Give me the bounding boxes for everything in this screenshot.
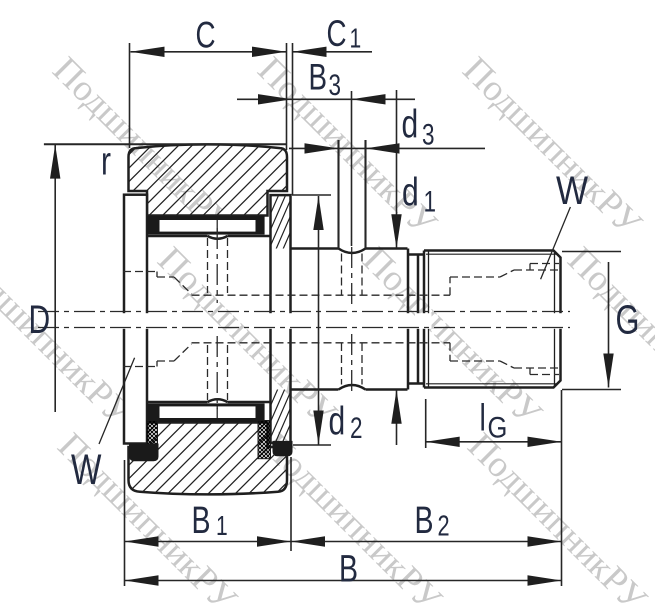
svg-text:3: 3 [329,68,342,102]
svg-text:3: 3 [422,117,435,151]
svg-text:G: G [616,296,640,342]
svg-text:d: d [402,103,419,147]
svg-text:B: B [192,500,211,542]
svg-text:W: W [71,447,102,495]
svg-text:C: C [196,13,216,55]
svg-text:B: B [415,500,434,542]
svg-text:1: 1 [350,24,362,55]
svg-text:1: 1 [216,511,228,542]
svg-text:D: D [29,298,51,342]
svg-text:G: G [488,411,508,444]
svg-text:B: B [339,549,358,591]
svg-text:2: 2 [438,511,450,543]
svg-text:1: 1 [424,184,437,218]
svg-text:B: B [309,55,328,97]
svg-text:d: d [329,399,346,443]
svg-text:W: W [556,168,588,213]
svg-text:C: C [327,12,347,54]
svg-text:l: l [480,398,486,440]
svg-text:r: r [101,140,111,184]
svg-text:2: 2 [350,411,363,445]
svg-text:d: d [402,170,419,214]
